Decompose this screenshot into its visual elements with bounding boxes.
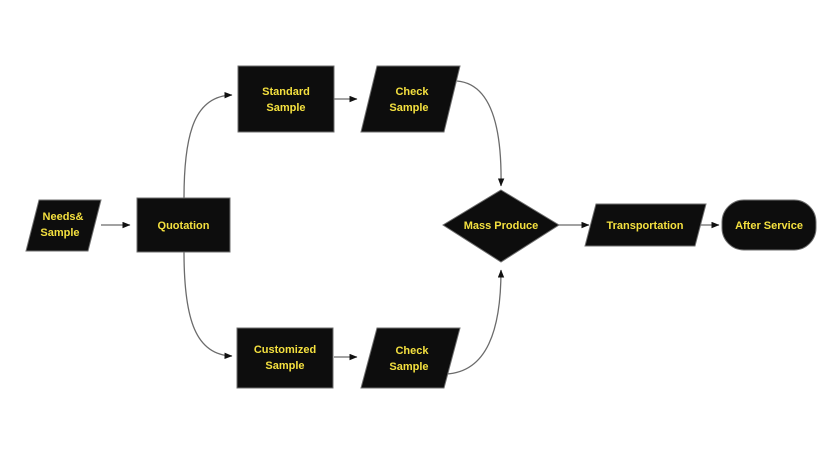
needs-sample-label-line1: Needs& <box>43 211 84 223</box>
standard-sample-shape <box>237 65 335 133</box>
needs-sample-label-line2: Sample <box>40 227 79 239</box>
edges-layer <box>101 80 720 375</box>
customized-sample-label-line2: Sample <box>265 360 304 372</box>
node-standard-sample[interactable]: Standard Sample <box>237 65 335 133</box>
check-sample-top-label-line1: Check <box>395 86 429 98</box>
edge-quotation-to-standard-sample <box>183 92 233 199</box>
node-quotation[interactable]: Quotation <box>136 197 231 253</box>
needs-sample-shape <box>25 199 102 252</box>
after-service-label-line1: After Service <box>735 220 803 232</box>
transportation-shape <box>584 203 707 247</box>
standard-sample-label-line1: Standard <box>262 86 310 98</box>
node-needs-sample[interactable]: Needs& Sample <box>25 199 102 252</box>
customized-sample-label-line1: Customized <box>254 344 316 356</box>
node-customized-sample[interactable]: Customized Sample <box>236 327 334 389</box>
quotation-shape <box>136 197 231 253</box>
check-sample-top-shape <box>360 65 461 133</box>
check-sample-bottom-shape <box>360 327 461 389</box>
node-after-service[interactable]: After Service <box>721 199 817 251</box>
quotation-label-line1: Quotation <box>158 220 210 232</box>
check-sample-top-label-line2: Sample <box>389 102 428 114</box>
edge-check-top-to-mass-produce <box>456 80 505 187</box>
check-sample-bottom-label-line2: Sample <box>389 361 428 373</box>
check-sample-bottom-label-line1: Check <box>395 345 429 357</box>
mass-produce-shape <box>442 189 560 263</box>
standard-sample-label-line2: Sample <box>266 102 305 114</box>
node-mass-produce[interactable]: Mass Produce <box>442 189 560 263</box>
node-check-sample-top[interactable]: Check Sample <box>360 65 461 133</box>
customized-sample-shape <box>236 327 334 389</box>
node-check-sample-bottom[interactable]: Check Sample <box>360 327 461 389</box>
after-service-shape <box>721 199 817 251</box>
edge-quotation-to-customized-sample <box>183 251 233 359</box>
node-transportation[interactable]: Transportation <box>584 203 707 247</box>
edge-check-bottom-to-mass-produce <box>445 269 505 375</box>
transportation-label-line1: Transportation <box>606 220 683 232</box>
mass-produce-label-line1: Mass Produce <box>464 220 539 232</box>
